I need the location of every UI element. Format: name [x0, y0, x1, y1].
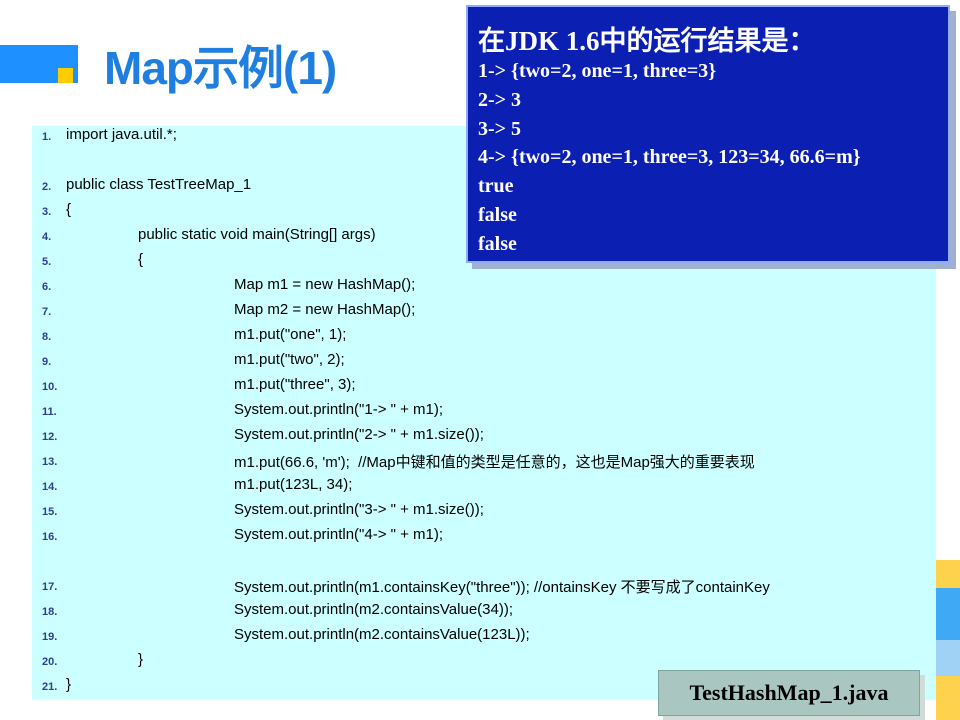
code-line: 20.}: [32, 651, 932, 673]
file-name-label: TestHashMap_1.java: [658, 670, 920, 716]
line-number: 11.: [42, 406, 57, 418]
line-number: 3.: [42, 206, 52, 218]
code-line: 21.}: [32, 676, 932, 698]
code-line: 17. System.out.println(m1.containsKey("th…: [32, 576, 932, 598]
code-line: 1. import java.util.*;: [32, 126, 932, 148]
output-line: false: [478, 232, 517, 255]
code-text: System.out.println(m2.containsValue(34))…: [234, 601, 514, 618]
code-line: 11. System.out.println("1-> " + m1);: [32, 401, 932, 423]
decoration-block: [936, 640, 960, 676]
line-number: 7.: [42, 306, 52, 318]
line-number: 14.: [42, 481, 58, 493]
line-number: 10.: [42, 381, 58, 393]
code-text: {: [66, 201, 72, 218]
decoration-block: [936, 560, 960, 588]
code-line: 19. System.out.println(m2.containsValue(1…: [32, 626, 932, 648]
code-text: public class TestTreeMap_1: [66, 176, 252, 193]
code-line: 16. System.out.println("4-> " + m1);: [32, 526, 932, 548]
output-line: 2-> 3: [478, 88, 522, 111]
code-line: 5. {: [32, 251, 932, 273]
output-line: false: [478, 204, 517, 226]
line-number: 21.: [42, 681, 58, 693]
code-text: System.out.println("1-> " + m1);: [234, 401, 444, 418]
code-line: 8. m1.put("one", 1);: [32, 326, 932, 348]
line-number: 13.: [42, 456, 58, 468]
code-line: 6. Map m1 = new HashMap();: [32, 276, 932, 298]
code-text: System.out.println("4-> " + m1);: [234, 526, 444, 543]
code-line: 2. public class TestTreeMap_1: [32, 176, 932, 198]
line-number: 17.: [42, 581, 58, 593]
code-line: 7. Map m2 = new HashMap();: [32, 301, 932, 323]
line-number: 20.: [42, 656, 58, 668]
code-line: 3. {: [32, 201, 932, 223]
output-line: 4-> {two=2, one=1, three=3, 123=34, 66.6…: [478, 146, 861, 169]
code-text: m1.put("two", 2);: [234, 351, 345, 368]
line-number: 12.: [42, 431, 58, 443]
decoration-block: [936, 588, 960, 640]
code-line: 12. System.out.println("2-> " + m1.size()…: [32, 426, 932, 448]
output-line: true: [478, 175, 514, 198]
output-panel: 在JDK 1.6中的运行结果是： 1-> {two=2, one=1, thre…: [466, 5, 950, 263]
line-number: 8.: [42, 331, 52, 343]
line-number: 2.: [42, 181, 52, 193]
code-text: System.out.println(m2.containsValue(123L…: [234, 626, 530, 643]
line-number: 15.: [42, 506, 58, 518]
line-number: 5.: [42, 256, 52, 268]
code-line: 15. System.out.println("3-> " + m1.size()…: [32, 501, 932, 523]
code-text: System.out.println("3-> " + m1.size());: [234, 501, 484, 518]
code-line: 14. m1.put(123L, 34);: [32, 476, 932, 498]
output-line: 3-> 5: [478, 117, 522, 140]
code-line: 13. m1.put(66.6, 'm'); //Map中键和值的类型是任意的，这…: [32, 451, 932, 473]
line-number: 16.: [42, 531, 58, 543]
code-text: }: [138, 651, 144, 668]
code-text: m1.put(66.6, 'm'); //Map中键和值的类型是任意的，这也是M…: [234, 454, 755, 471]
title-bullet-square: [58, 68, 73, 83]
code-text: System.out.println(m1.containsKey("three…: [234, 579, 770, 596]
slide-title: Map示例(1): [104, 42, 337, 94]
output-line: 1-> {two=2, one=1, three=3}: [478, 60, 717, 82]
decoration-block: [936, 676, 960, 720]
line-number: 4.: [42, 231, 52, 243]
code-text: m1.put("one", 1);: [234, 326, 347, 343]
line-number: 6.: [42, 281, 52, 293]
line-number: 19.: [42, 631, 58, 643]
code-text: m1.put("three", 3);: [234, 376, 356, 393]
code-text: {: [138, 251, 144, 268]
code-text: import java.util.*;: [66, 126, 177, 143]
code-text: System.out.println("2-> " + m1.size());: [234, 426, 484, 443]
code-line: 18. System.out.println(m2.containsValue(3…: [32, 601, 932, 623]
code-line: 4. public static void main(String[] args): [32, 226, 932, 248]
code-text: }: [66, 676, 72, 693]
code-text: public static void main(String[] args): [138, 226, 376, 243]
line-number: 1.: [42, 131, 52, 143]
line-number: 9.: [42, 356, 52, 368]
code-text: Map m2 = new HashMap();: [234, 301, 416, 318]
line-number: 18.: [42, 606, 58, 618]
code-text: m1.put(123L, 34);: [234, 476, 353, 493]
code-line: 9. m1.put("two", 2);: [32, 351, 932, 373]
output-heading: 在JDK 1.6中的运行结果是：: [478, 26, 816, 56]
code-text: Map m1 = new HashMap();: [234, 276, 416, 293]
code-line: 10. m1.put("three", 3);: [32, 376, 932, 398]
